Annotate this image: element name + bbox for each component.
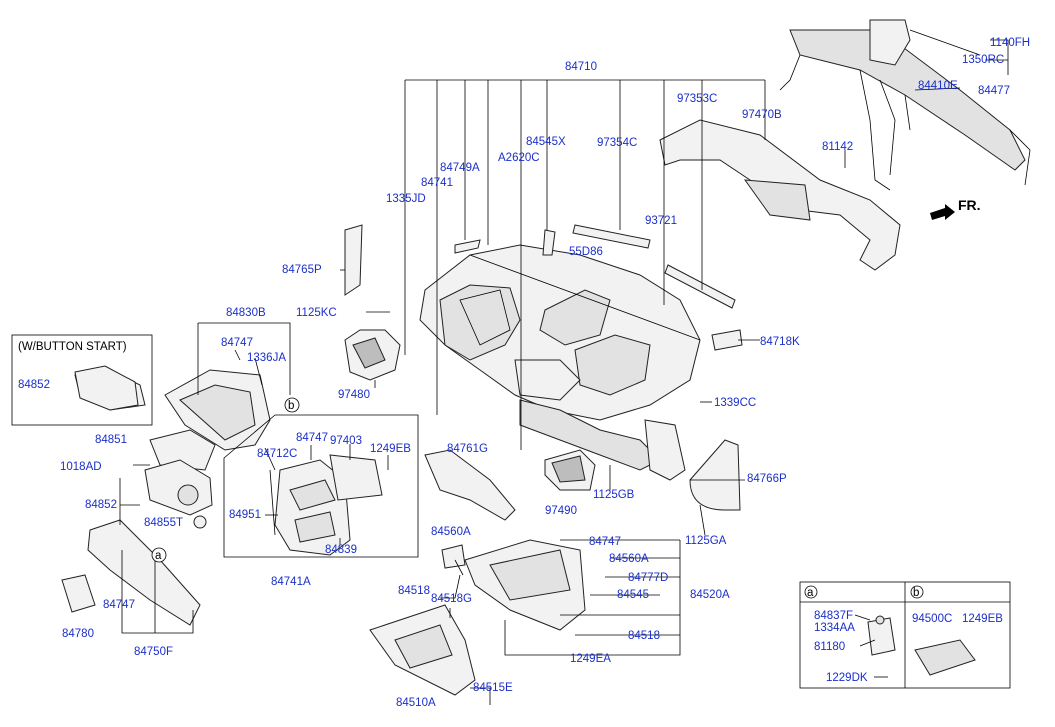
center-fascia bbox=[269, 454, 383, 556]
label-1125KC: 1125KC bbox=[296, 307, 337, 319]
cluster-fascia bbox=[164, 369, 271, 451]
label-84518G: 84518G bbox=[431, 593, 472, 605]
legend-b-part-1: 94500C bbox=[912, 613, 952, 625]
label-84560A-left: 84560A bbox=[431, 526, 471, 538]
label-84747-glovebox: 84747 bbox=[589, 536, 621, 548]
legend-b-unit bbox=[914, 639, 976, 676]
label-97490: 97490 bbox=[545, 505, 577, 517]
label-84839: 84839 bbox=[325, 544, 357, 556]
label-93721: 93721 bbox=[645, 215, 677, 227]
defroster-duct bbox=[659, 119, 901, 271]
legend-a-part-2: 1334AA bbox=[814, 622, 855, 634]
label-55D86: 55D86 bbox=[569, 246, 603, 258]
label-84851: 84851 bbox=[95, 434, 127, 446]
label-84780: 84780 bbox=[62, 628, 94, 640]
leader-lines bbox=[119, 29, 1009, 705]
variant-box: (W/BUTTON START) 84852 bbox=[11, 334, 153, 426]
callout-markers: b a bbox=[151, 397, 300, 563]
legend-marker-b: b bbox=[913, 587, 919, 599]
label-1018AD: 1018AD bbox=[60, 461, 102, 473]
label-84830B: 84830B bbox=[226, 307, 266, 319]
label-84765P: 84765P bbox=[282, 264, 322, 276]
label-84852: 84852 bbox=[85, 499, 117, 511]
label-84545: 84545 bbox=[617, 589, 649, 601]
callout-b: b bbox=[288, 400, 294, 412]
cowl-cross-bar bbox=[779, 19, 1031, 191]
legend-a-part-3: 81180 bbox=[814, 641, 845, 653]
front-arrow-icon bbox=[930, 204, 955, 220]
glove-box bbox=[369, 604, 476, 696]
label-1335JD: 1335JD bbox=[386, 193, 426, 205]
variant-box-part: 84852 bbox=[18, 379, 50, 391]
label-1336JA: 1336JA bbox=[247, 352, 286, 364]
front-direction-label: FR. bbox=[958, 197, 981, 213]
label-84855T: 84855T bbox=[144, 517, 183, 529]
legend-b-part-2: 1249EB bbox=[962, 613, 1003, 625]
label-84518-left: 84518 bbox=[398, 585, 430, 597]
legend-a-part-1: 84837F bbox=[814, 610, 853, 622]
callout-a: a bbox=[155, 550, 162, 562]
label-84410E: 84410E bbox=[918, 80, 958, 92]
label-84718K: 84718K bbox=[760, 336, 800, 348]
label-84747-panel: 84747 bbox=[103, 599, 135, 611]
air-vent-center bbox=[544, 449, 596, 491]
legend-box: a b 84837F 1334AA 81180 1229DK 94500C 12… bbox=[799, 581, 1011, 689]
label-84741: 84741 bbox=[421, 177, 453, 189]
label-84518-right: 84518 bbox=[628, 630, 660, 642]
legend-a-bracket bbox=[867, 615, 896, 656]
label-97353C: 97353C bbox=[677, 93, 717, 105]
lower-panel bbox=[61, 519, 201, 626]
label-97480: 97480 bbox=[338, 389, 370, 401]
glove-box-housing bbox=[441, 539, 586, 631]
label-1125GA: 1125GA bbox=[685, 535, 727, 547]
crash-pad-main bbox=[419, 244, 701, 421]
label-84766P: 84766P bbox=[747, 473, 787, 485]
label-97470B: 97470B bbox=[742, 109, 782, 121]
label-A2620C: A2620C bbox=[498, 152, 540, 164]
side-cover-right bbox=[689, 439, 741, 511]
label-84747-fascia: 84747 bbox=[296, 432, 328, 444]
legend-marker-a: a bbox=[807, 587, 814, 599]
label-84777D: 84777D bbox=[628, 572, 668, 584]
label-84951: 84951 bbox=[229, 509, 261, 521]
trim-strips bbox=[454, 224, 743, 351]
air-vent-left bbox=[344, 329, 401, 381]
label-84712C: 84712C bbox=[257, 448, 297, 460]
label-97354C: 97354C bbox=[597, 137, 637, 149]
label-84520A: 84520A bbox=[690, 589, 730, 601]
variant-box-title: (W/BUTTON START) bbox=[18, 341, 127, 353]
part-illustrations bbox=[61, 19, 1031, 696]
label-1249EB: 1249EB bbox=[370, 443, 411, 455]
center-structure bbox=[519, 399, 686, 481]
lower-center-bracket bbox=[424, 449, 516, 521]
label-81142: 81142 bbox=[822, 141, 853, 153]
label-1125GB: 1125GB bbox=[593, 489, 635, 501]
label-1350RC: 1350RC bbox=[962, 54, 1004, 66]
side-cover-left bbox=[344, 224, 363, 296]
label-84545X: 84545X bbox=[526, 136, 566, 148]
label-1249EA: 1249EA bbox=[570, 653, 611, 665]
legend-a-part-4: 1229DK bbox=[826, 672, 868, 684]
label-1140FH: 1140FH bbox=[990, 37, 1030, 49]
label-84750F: 84750F bbox=[134, 646, 173, 658]
label-84749A: 84749A bbox=[440, 162, 480, 174]
label-84747-cluster: 84747 bbox=[221, 337, 253, 349]
label-84515E: 84515E bbox=[473, 682, 513, 694]
label-84477: 84477 bbox=[978, 85, 1010, 97]
part-labels: 84710 97353C 97470B 84545X A2620C 97354C… bbox=[60, 37, 1030, 709]
label-84560A-right: 84560A bbox=[609, 553, 649, 565]
label-84510A: 84510A bbox=[396, 697, 436, 709]
label-1339CC: 1339CC bbox=[714, 397, 756, 409]
label-84761G: 84761G bbox=[447, 443, 488, 455]
label-84741A: 84741A bbox=[271, 576, 311, 588]
label-97403: 97403 bbox=[330, 435, 362, 447]
label-84710: 84710 bbox=[565, 61, 597, 73]
